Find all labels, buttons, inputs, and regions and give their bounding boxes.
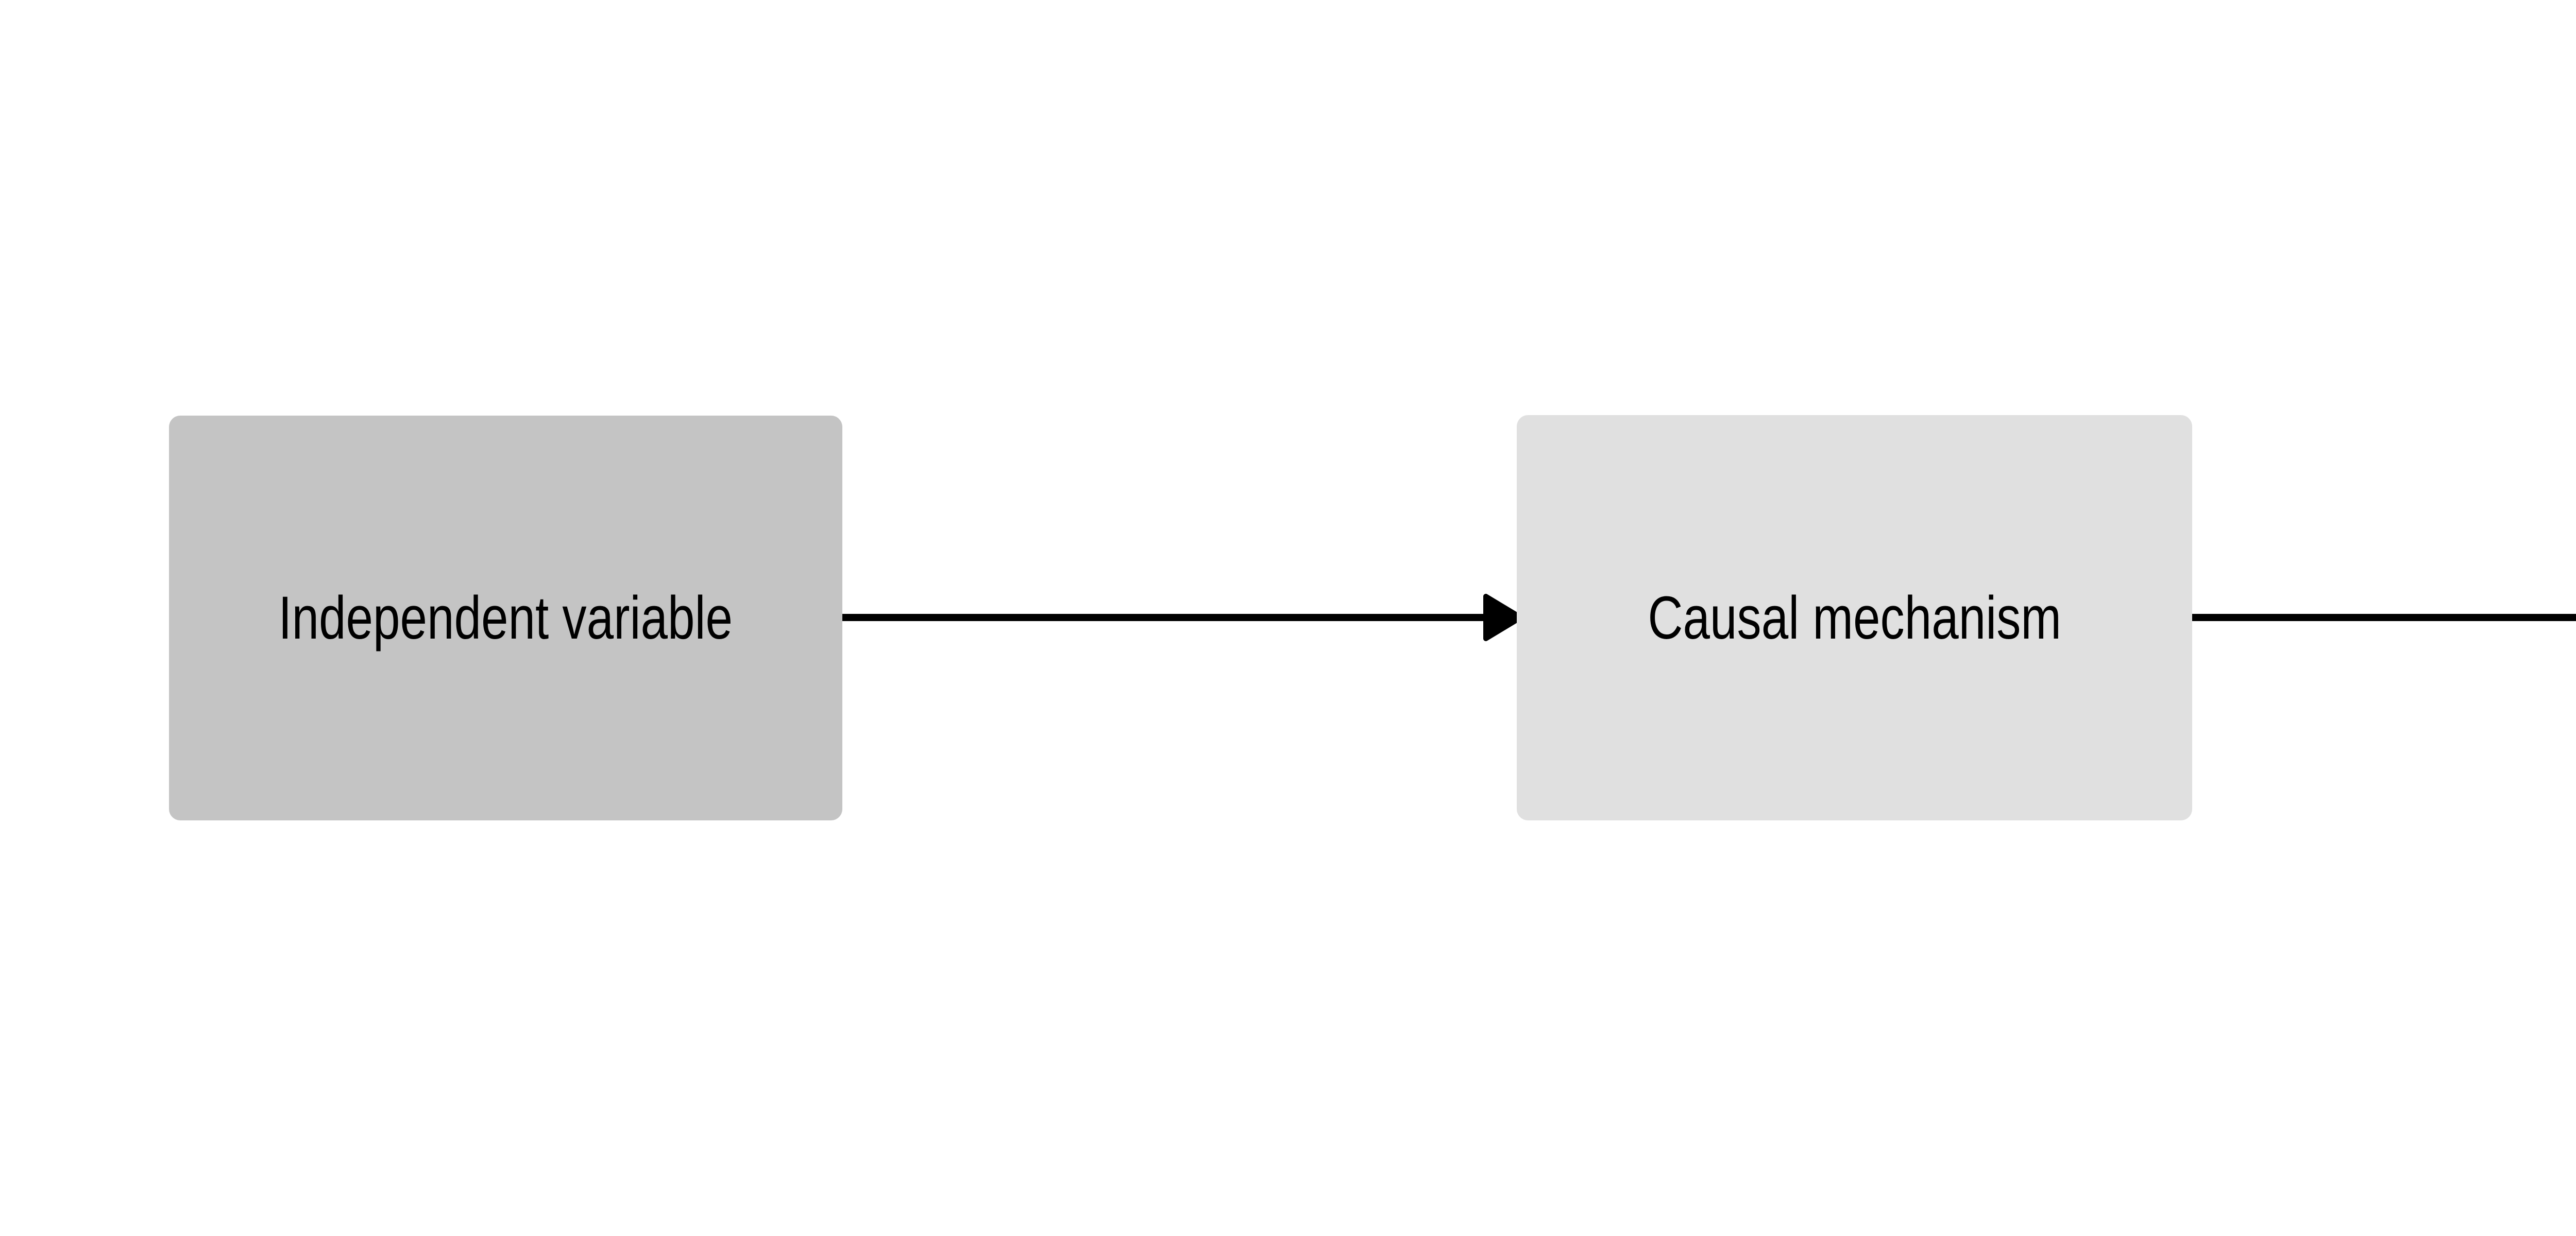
node-causal-mechanism[interactable]: Causal mechanism xyxy=(1517,415,2192,820)
node-label: Causal mechanism xyxy=(1648,583,2061,652)
edge-causal-to-dependent xyxy=(2185,614,2576,621)
edge-independent-to-causal xyxy=(835,594,1523,641)
arrowhead-icon xyxy=(1483,594,1523,641)
node-label: Independent variable xyxy=(278,584,733,652)
node-independent-variable[interactable]: Independent variable xyxy=(169,416,842,820)
